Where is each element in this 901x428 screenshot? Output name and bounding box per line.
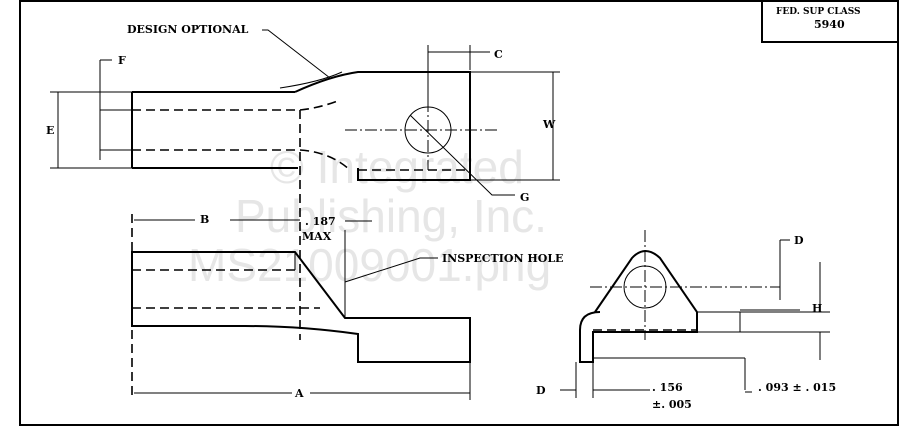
side-view: B . 187 MAX INSPECTION HOLE A bbox=[131, 213, 563, 400]
svg-text:H: H bbox=[812, 302, 822, 315]
svg-text:A: A bbox=[294, 387, 304, 400]
svg-text:5940: 5940 bbox=[814, 18, 845, 31]
svg-text:Publishing, Inc.: Publishing, Inc. bbox=[235, 190, 547, 242]
svg-text:. 156: . 156 bbox=[652, 381, 683, 394]
svg-text:© Integrated: © Integrated bbox=[270, 141, 524, 193]
svg-text:E: E bbox=[46, 124, 54, 137]
svg-text:C: C bbox=[494, 48, 503, 61]
svg-text:W: W bbox=[542, 118, 556, 131]
svg-text:B: B bbox=[200, 213, 209, 226]
svg-text:DESIGN OPTIONAL: DESIGN OPTIONAL bbox=[127, 23, 249, 36]
svg-text:INSPECTION HOLE: INSPECTION HOLE bbox=[442, 252, 563, 265]
svg-text:G: G bbox=[520, 191, 529, 204]
svg-text:MS21009001.png: MS21009001.png bbox=[188, 239, 551, 291]
drawing-border bbox=[19, 0, 899, 426]
svg-text:. 187: . 187 bbox=[305, 215, 336, 228]
svg-text:FED. SUP CLASS: FED. SUP CLASS bbox=[776, 7, 861, 17]
svg-text:F: F bbox=[118, 54, 126, 67]
svg-text:D: D bbox=[794, 234, 804, 247]
title-box: FED. SUP CLASS 5940 bbox=[761, 0, 899, 43]
svg-text:D: D bbox=[536, 384, 546, 397]
svg-text:MAX: MAX bbox=[302, 230, 332, 243]
top-view: G DESIGN OPTIONAL C W E F bbox=[46, 23, 560, 340]
watermark: © Integrated Publishing, Inc. MS21009001… bbox=[188, 141, 551, 291]
svg-text:±. 005: ±. 005 bbox=[652, 398, 692, 411]
svg-text:. 093 ± . 015: . 093 ± . 015 bbox=[758, 381, 836, 394]
end-view: D H . 093 ± . 015 D . 156 ±. 005 bbox=[536, 230, 836, 411]
